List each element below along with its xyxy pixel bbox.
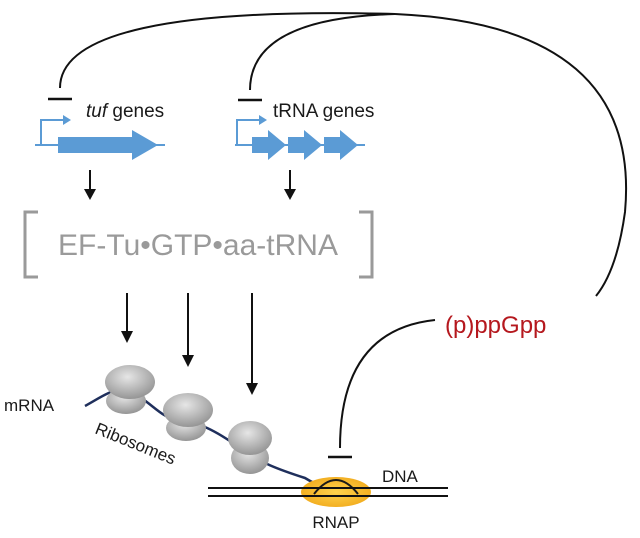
tuf-gene-arrow	[58, 130, 158, 160]
ribo-arrow-1-head	[121, 331, 133, 343]
tuf-gene-cluster: tuf genes	[35, 101, 165, 160]
trna-gene-arrow-2	[288, 130, 322, 160]
ribo-arrow-3-head	[246, 383, 258, 395]
ribosome-2-large-subunit	[163, 393, 213, 427]
trna-down-arrowhead	[284, 189, 296, 200]
ppgpp-label: (p)ppGpp	[445, 312, 546, 339]
tuf-promoter-arrowhead	[63, 115, 71, 125]
complex-right-bracket	[359, 210, 374, 279]
ribosome-3	[228, 421, 272, 474]
dna-label: DNA	[382, 467, 419, 486]
complex-label: EF-Tu•GTP•aa-tRNA	[58, 229, 338, 262]
ribosome-1	[105, 365, 155, 414]
tuf-down-arrowhead	[84, 189, 96, 200]
complex-left-bracket	[23, 210, 38, 279]
trna-gene-arrow-3	[324, 130, 358, 160]
ribosome-3-large-subunit	[228, 421, 272, 455]
rnap-label: RNAP	[312, 513, 359, 532]
ppgpp-source-curve	[394, 13, 628, 297]
rnap-bubble-top	[313, 479, 359, 495]
tuf-italic-label: tuf	[86, 101, 109, 122]
trna-promoter-arrow	[236, 119, 260, 145]
complex-to-ribosome-arrows	[121, 293, 258, 395]
trna-genes-label: tRNA genes	[273, 101, 374, 122]
inhibition-arc-to-tuf	[59, 12, 396, 89]
inhibition-arc-to-trna	[249, 13, 396, 91]
ternary-complex: EF-Tu•GTP•aa-tRNA	[23, 210, 374, 279]
inhibition-arc-to-rnap	[339, 319, 436, 449]
ribosome-2	[163, 393, 213, 441]
ribosomes-label: Ribosomes	[93, 419, 179, 468]
mrna-label: mRNA	[4, 396, 55, 415]
trna-gene-cluster: tRNA genes	[235, 101, 374, 160]
tuf-genes-label: tuf genes	[86, 101, 164, 122]
tuf-rest-label: genes	[107, 101, 164, 122]
trna-gene-arrow-1	[252, 130, 286, 160]
tuf-promoter-arrow	[40, 119, 64, 145]
trna-promoter-arrowhead	[259, 115, 267, 125]
gene-to-complex-arrows	[84, 170, 296, 200]
ribosome-1-large-subunit	[105, 365, 155, 399]
rnap	[300, 477, 372, 507]
ribo-arrow-2-head	[182, 355, 194, 367]
rnap-body	[301, 477, 371, 507]
